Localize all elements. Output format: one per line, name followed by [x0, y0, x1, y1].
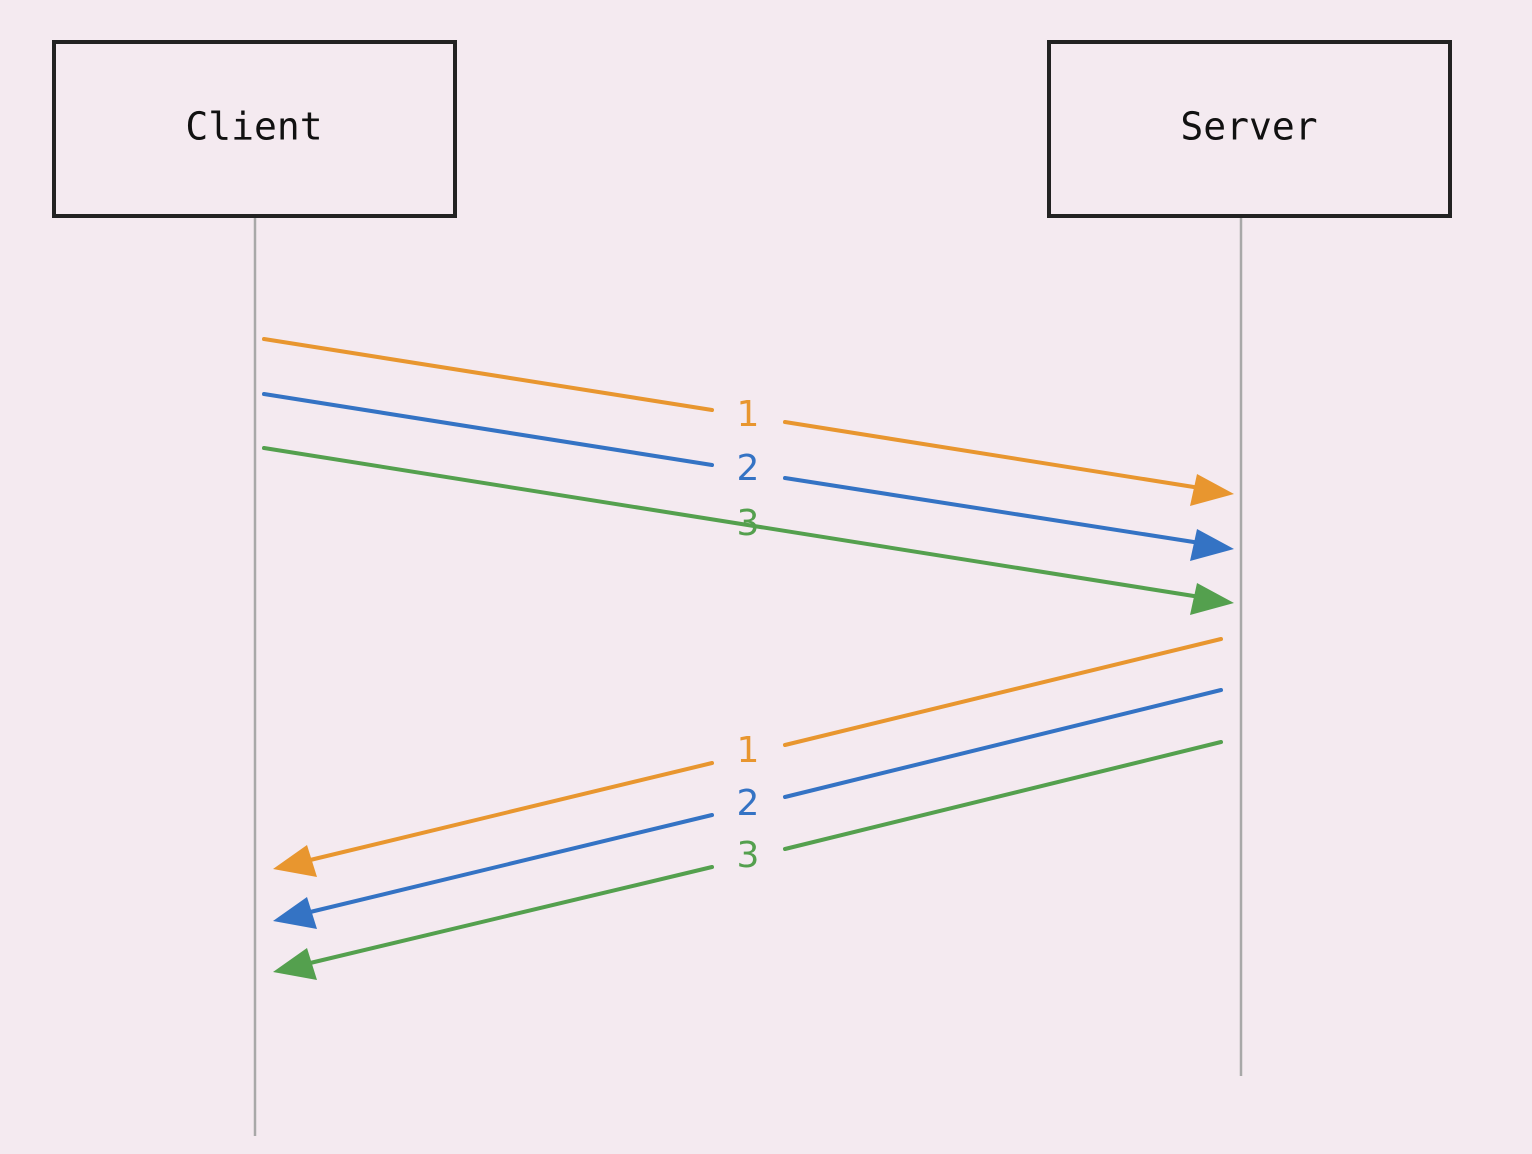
message-line: [262, 337, 714, 412]
arrowhead-icon: [1190, 474, 1234, 506]
message-label: 2: [737, 448, 760, 489]
message-line: [262, 392, 714, 467]
response-message-2: 2: [273, 688, 1223, 929]
client-participant: Client: [52, 40, 457, 218]
message-line: [783, 740, 1223, 851]
arrowhead-icon: [273, 845, 317, 877]
request-message-2: 2: [262, 392, 1234, 561]
request-message-3: 3: [262, 446, 1234, 615]
message-label: 3: [737, 503, 760, 544]
message-line: [304, 761, 714, 863]
message-line: [783, 688, 1223, 799]
message-line: [304, 813, 714, 915]
server-box: [1047, 40, 1452, 218]
arrowhead-icon: [273, 948, 317, 980]
message-line: [304, 865, 714, 966]
arrowhead-icon: [1190, 529, 1234, 561]
message-label: 1: [737, 394, 760, 435]
arrowhead-icon: [1190, 583, 1234, 615]
client-box: [52, 40, 457, 218]
server-participant: Server: [1047, 40, 1452, 218]
request-message-1: 1: [262, 337, 1234, 506]
message-label: 2: [737, 783, 760, 824]
message-label: 3: [737, 835, 760, 876]
server-label: Server: [1180, 105, 1317, 149]
response-message-1: 1: [273, 637, 1223, 877]
response-message-3: 3: [273, 740, 1223, 980]
arrowhead-icon: [273, 897, 317, 929]
message-line: [783, 476, 1202, 545]
message-line: [783, 637, 1223, 747]
message-line: [262, 446, 1202, 599]
client-label: Client: [185, 105, 322, 149]
message-label: 1: [737, 730, 760, 771]
message-line: [783, 420, 1202, 490]
